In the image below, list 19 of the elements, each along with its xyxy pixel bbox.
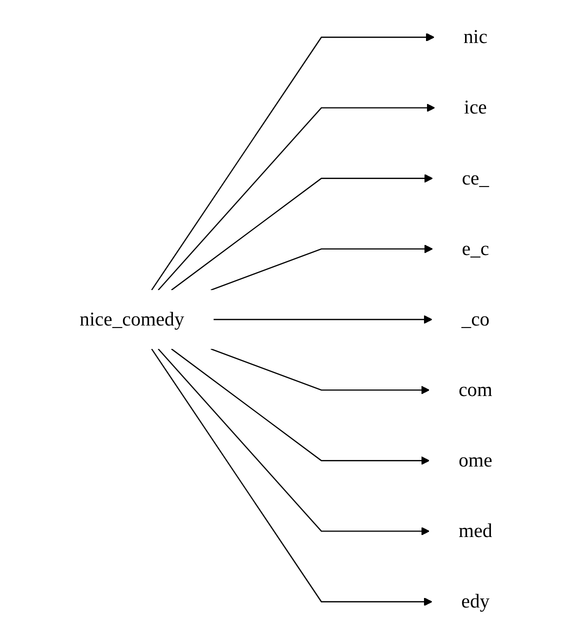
arrow	[210, 348, 430, 394]
arrow	[151, 32, 434, 290]
arrow	[171, 174, 433, 291]
arrow	[151, 348, 432, 606]
arrow	[158, 348, 430, 536]
node-text: med	[458, 520, 492, 542]
node-text: edy	[461, 590, 490, 613]
node-text: nic	[463, 26, 488, 48]
arrow	[158, 104, 436, 290]
arrow	[210, 244, 433, 291]
node-text: com	[458, 379, 492, 401]
node-text: ce_	[462, 168, 490, 190]
node-text: ice	[464, 97, 487, 119]
node-text: _co	[461, 308, 490, 330]
node-text: e_c	[462, 238, 490, 260]
arrow	[171, 348, 430, 465]
node-text: ome	[458, 450, 492, 472]
node-text: nice_comedy	[80, 308, 184, 330]
arrow	[214, 315, 432, 324]
